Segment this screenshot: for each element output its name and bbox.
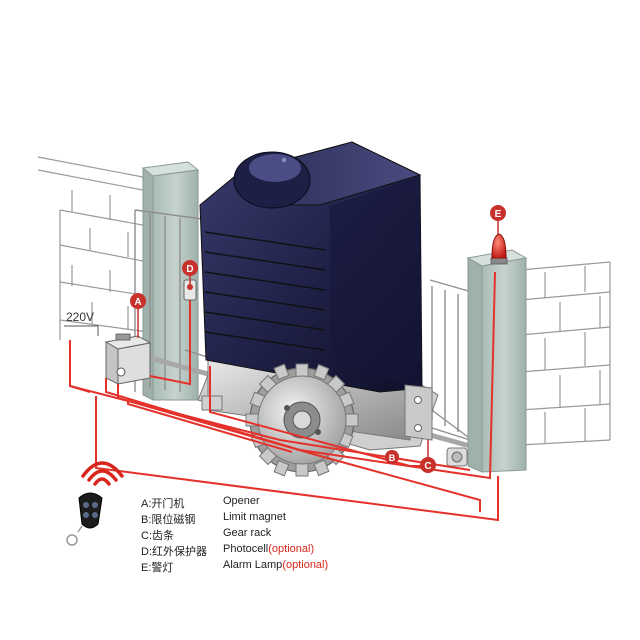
legend-item-cn: C:齿条 (141, 530, 174, 542)
drive-gear (245, 363, 359, 477)
photocell-left (183, 279, 197, 301)
right-brick-wall (519, 261, 611, 446)
marker-b-label: B (389, 453, 396, 463)
voltage-lead (64, 325, 99, 336)
left-brick-wall (37, 156, 149, 340)
power-junction-box (104, 333, 152, 385)
marker-c-label: C (424, 461, 431, 472)
legend-item-cn: E:警灯 (141, 562, 174, 574)
legend-item-cn: D:红外保护器 (141, 546, 207, 558)
legend-item-en: Gear rack (223, 527, 271, 539)
wiring (69, 271, 499, 522)
legend-en-text: Gear rack (223, 527, 272, 539)
marker-a-label: A (134, 297, 141, 308)
limit-magnet (446, 447, 468, 467)
marker-d: D (182, 260, 198, 276)
legend-en-text: Alarm Lamp (223, 559, 283, 571)
legend-item-cn: A:开门机 (141, 498, 185, 510)
marker-e-label: E (495, 209, 502, 220)
wireless-signal-icon (81, 461, 124, 486)
alarm-lamp-icon (490, 233, 508, 265)
marker-b: B (385, 450, 399, 464)
right-gate-post (466, 249, 528, 473)
legend-optional-text: (optional) (282, 559, 329, 571)
legend-item-en: Limit magnet (223, 511, 286, 523)
legend-en-text: Opener (223, 495, 260, 507)
legend-en-text: Photocell (223, 543, 269, 555)
marker-c: C (420, 457, 436, 473)
legend-en-text: Limit magnet (223, 511, 286, 523)
voltage-label: 220V (66, 310, 94, 324)
legend-item-en: Alarm Lamp(optional) (223, 559, 328, 571)
remote-control-icon (66, 492, 103, 546)
marker-a: A (130, 293, 146, 309)
legend-optional-text: (optional) (268, 543, 315, 555)
legend-item-en: Photocell(optional) (223, 543, 314, 555)
marker-d-label: D (186, 264, 193, 275)
marker-leader-lines (137, 221, 499, 459)
legend-item-cn: B:限位磁钢 (141, 514, 196, 526)
marker-e: E (490, 205, 506, 221)
legend-item-en: Opener (223, 495, 260, 507)
